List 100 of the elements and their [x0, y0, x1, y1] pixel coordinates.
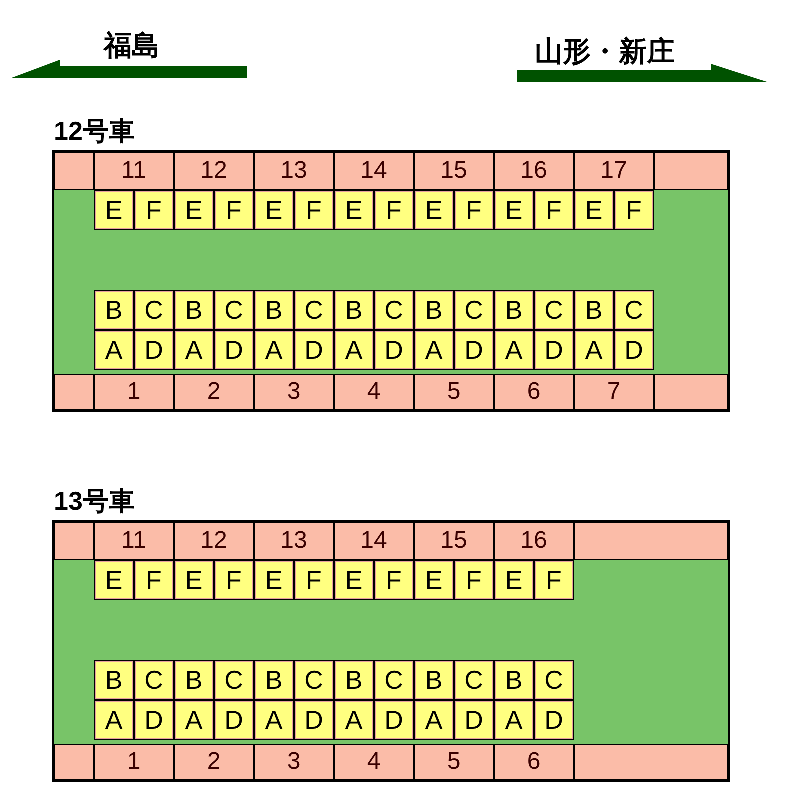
seat: E: [494, 560, 534, 600]
row-number: 12: [174, 152, 254, 190]
blank-cell: [54, 744, 94, 780]
seat: E: [414, 190, 454, 230]
seat: C: [134, 290, 174, 330]
seat: D: [294, 700, 334, 740]
row-number: 2: [174, 374, 254, 410]
seat: C: [214, 660, 254, 700]
row-number: 3: [254, 374, 334, 410]
row-number: 14: [334, 152, 414, 190]
seat: C: [534, 660, 574, 700]
seat: F: [214, 190, 254, 230]
row-number: 1: [94, 374, 174, 410]
blank-cell: [654, 374, 728, 410]
seat: F: [454, 190, 494, 230]
seat: B: [174, 290, 214, 330]
row-number: 16: [494, 522, 574, 560]
seat: B: [414, 660, 454, 700]
row-number: 3: [254, 744, 334, 780]
seat: D: [534, 700, 574, 740]
seat: A: [494, 330, 534, 370]
seat: E: [334, 560, 374, 600]
seat: F: [214, 560, 254, 600]
row-number: 4: [334, 744, 414, 780]
seat: A: [254, 330, 294, 370]
seat: B: [254, 660, 294, 700]
seat: D: [374, 700, 414, 740]
row-number: 13: [254, 152, 334, 190]
seat: D: [214, 700, 254, 740]
blank-cell: [54, 152, 94, 190]
row-number: 14: [334, 522, 414, 560]
seat: E: [174, 560, 214, 600]
row-number: 15: [414, 522, 494, 560]
seat: F: [374, 190, 414, 230]
seat: A: [334, 700, 374, 740]
row-number: 7: [574, 374, 654, 410]
seat: E: [334, 190, 374, 230]
seat: F: [294, 190, 334, 230]
row-number: 6: [494, 744, 574, 780]
seat: C: [134, 660, 174, 700]
blank-cell: [574, 522, 728, 560]
row-number: 17: [574, 152, 654, 190]
seat: D: [614, 330, 654, 370]
row-number: 5: [414, 744, 494, 780]
row-number: 11: [94, 522, 174, 560]
seat: C: [374, 660, 414, 700]
seat: E: [254, 560, 294, 600]
seat: B: [254, 290, 294, 330]
seat: D: [454, 700, 494, 740]
seat: C: [614, 290, 654, 330]
seat: D: [214, 330, 254, 370]
row-number: 15: [414, 152, 494, 190]
row-number: 2: [174, 744, 254, 780]
seat: B: [334, 660, 374, 700]
blank-cell: [574, 744, 728, 780]
row-number: 13: [254, 522, 334, 560]
seat: D: [134, 330, 174, 370]
blank-cell: [654, 152, 728, 190]
seat: E: [494, 190, 534, 230]
seat: A: [254, 700, 294, 740]
seat: D: [534, 330, 574, 370]
seat: B: [414, 290, 454, 330]
seat: E: [94, 560, 134, 600]
seat: F: [614, 190, 654, 230]
seat: C: [374, 290, 414, 330]
row-number: 6: [494, 374, 574, 410]
blank-cell: [54, 374, 94, 410]
seat: A: [94, 330, 134, 370]
seat: C: [294, 660, 334, 700]
seat: B: [94, 660, 134, 700]
seat: C: [454, 660, 494, 700]
seat: E: [94, 190, 134, 230]
seat: B: [494, 660, 534, 700]
seat: E: [414, 560, 454, 600]
seat: E: [574, 190, 614, 230]
seat: C: [534, 290, 574, 330]
direction-label: 福島: [104, 30, 160, 62]
row-number: 4: [334, 374, 414, 410]
seat: C: [454, 290, 494, 330]
seat: A: [574, 330, 614, 370]
seat: A: [174, 700, 214, 740]
seat: B: [494, 290, 534, 330]
seat: B: [94, 290, 134, 330]
seat: F: [534, 560, 574, 600]
seat: F: [134, 190, 174, 230]
seat: A: [334, 330, 374, 370]
seat: F: [134, 560, 174, 600]
seat: F: [374, 560, 414, 600]
seat: E: [254, 190, 294, 230]
seat: A: [494, 700, 534, 740]
seat: D: [454, 330, 494, 370]
seat: A: [414, 330, 454, 370]
row-number: 5: [414, 374, 494, 410]
seat: C: [294, 290, 334, 330]
direction-label: 山形・新庄: [535, 36, 675, 68]
seat: B: [574, 290, 614, 330]
row-number: 16: [494, 152, 574, 190]
row-number: 12: [174, 522, 254, 560]
seat: B: [334, 290, 374, 330]
seat: D: [374, 330, 414, 370]
